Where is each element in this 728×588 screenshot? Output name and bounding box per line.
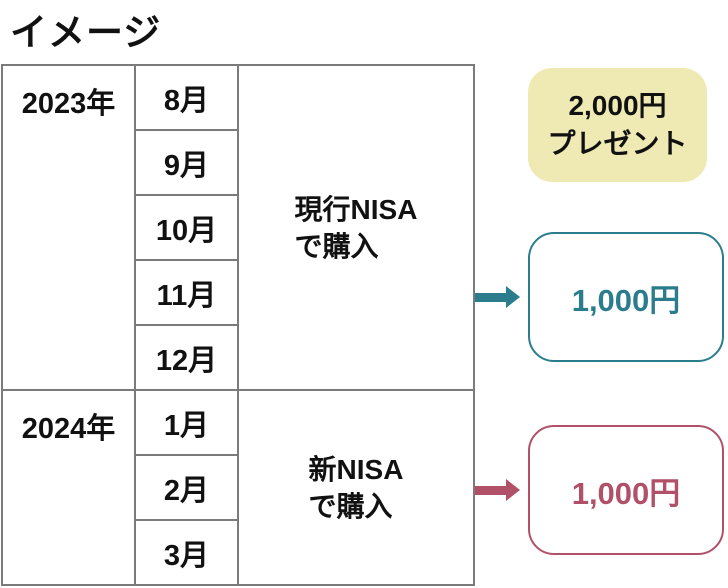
bonus-label: プレゼント	[547, 128, 688, 159]
bonus-badge: 2,000円 プレゼント	[528, 68, 707, 182]
new-nisa-label-line2: で購入	[308, 490, 393, 522]
month-cell: 3月	[134, 519, 239, 586]
month-cell: 2月	[134, 454, 239, 521]
month-cell: 9月	[134, 129, 239, 196]
arrow-head	[506, 479, 520, 501]
table-row: 10月	[2, 194, 474, 261]
current-nisa-label-line2: で購入	[294, 230, 379, 262]
arrow-shaft	[475, 292, 506, 302]
table-row: 12月	[2, 324, 474, 391]
current-nisa-label: 現行NISA で購入	[295, 191, 418, 265]
table-row: 9月	[2, 129, 474, 196]
table-row: 2023年 8月 現行NISA で購入	[1, 64, 475, 391]
current-nisa-result-box: 1,000円	[528, 232, 724, 362]
current-nisa-amount: 1,000円	[571, 282, 681, 318]
arrow-head	[506, 286, 520, 308]
month-cell: 1月	[134, 389, 239, 456]
month-cell: 8月	[134, 64, 239, 131]
new-nisa-result-box: 1,000円	[528, 425, 724, 555]
table-row: 3月	[2, 519, 474, 586]
schedule-table: 2023年 8月 現行NISA で購入 9月 10月 11月 12月	[1, 64, 475, 586]
table-row: 11月	[2, 259, 474, 326]
year-cell-2024: 2024年	[1, 389, 136, 586]
new-nisa-arrow-icon	[475, 479, 520, 501]
new-nisa-cell: 新NISA で購入	[237, 389, 475, 586]
arrow-shaft	[475, 485, 506, 495]
month-cell: 12月	[134, 324, 239, 391]
current-nisa-cell: 現行NISA で購入	[237, 64, 475, 391]
table-row: 2月	[2, 454, 474, 521]
bonus-amount: 2,000円	[568, 90, 667, 121]
current-nisa-label-line1: 現行NISA	[294, 193, 418, 225]
month-cell: 10月	[134, 194, 239, 261]
new-nisa-label-line1: 新NISA	[308, 453, 404, 485]
table-row: 2024年 1月 新NISA で購入	[1, 389, 475, 586]
page-title: イメージ	[10, 12, 162, 53]
new-nisa-amount: 1,000円	[571, 475, 681, 511]
year-cell-2023: 2023年	[1, 64, 136, 391]
month-cell: 11月	[134, 259, 239, 326]
new-nisa-label: 新NISA で購入	[309, 451, 404, 525]
current-nisa-arrow-icon	[475, 286, 520, 308]
